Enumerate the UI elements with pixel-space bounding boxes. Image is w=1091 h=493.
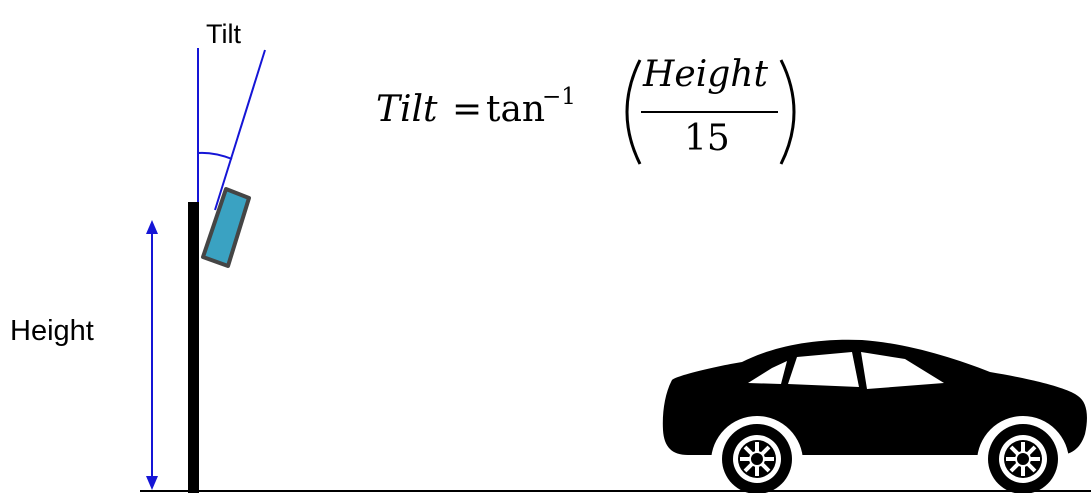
- car-front-side-window: [861, 352, 944, 389]
- formula-function: tan: [486, 89, 545, 130]
- formula-lhs: Tilt: [376, 89, 438, 130]
- height-label: Height: [10, 315, 94, 347]
- camera-axis-line: [214, 49, 266, 211]
- tilt-label: Tilt: [206, 19, 241, 49]
- formula-numerator: Height: [642, 54, 768, 95]
- car-rear-window: [748, 361, 787, 384]
- height-arrow: [146, 220, 158, 490]
- formula-left-paren: [625, 59, 642, 165]
- camera-icon: [201, 187, 251, 268]
- pole: [188, 202, 199, 493]
- car-front-wheel: [988, 424, 1058, 493]
- formula-superscript: −1: [542, 84, 576, 110]
- car-rear-side-window: [788, 352, 859, 387]
- tilt-angle-arc: [197, 151, 233, 160]
- formula-right-paren: [779, 59, 796, 165]
- car-rear-wheel: [722, 424, 792, 493]
- formula-equals: =: [452, 89, 482, 130]
- formula-denominator: 15: [684, 118, 730, 159]
- car-icon: [662, 339, 1087, 493]
- tilt-formula: Tilt = tan −1 Height 15: [376, 54, 796, 165]
